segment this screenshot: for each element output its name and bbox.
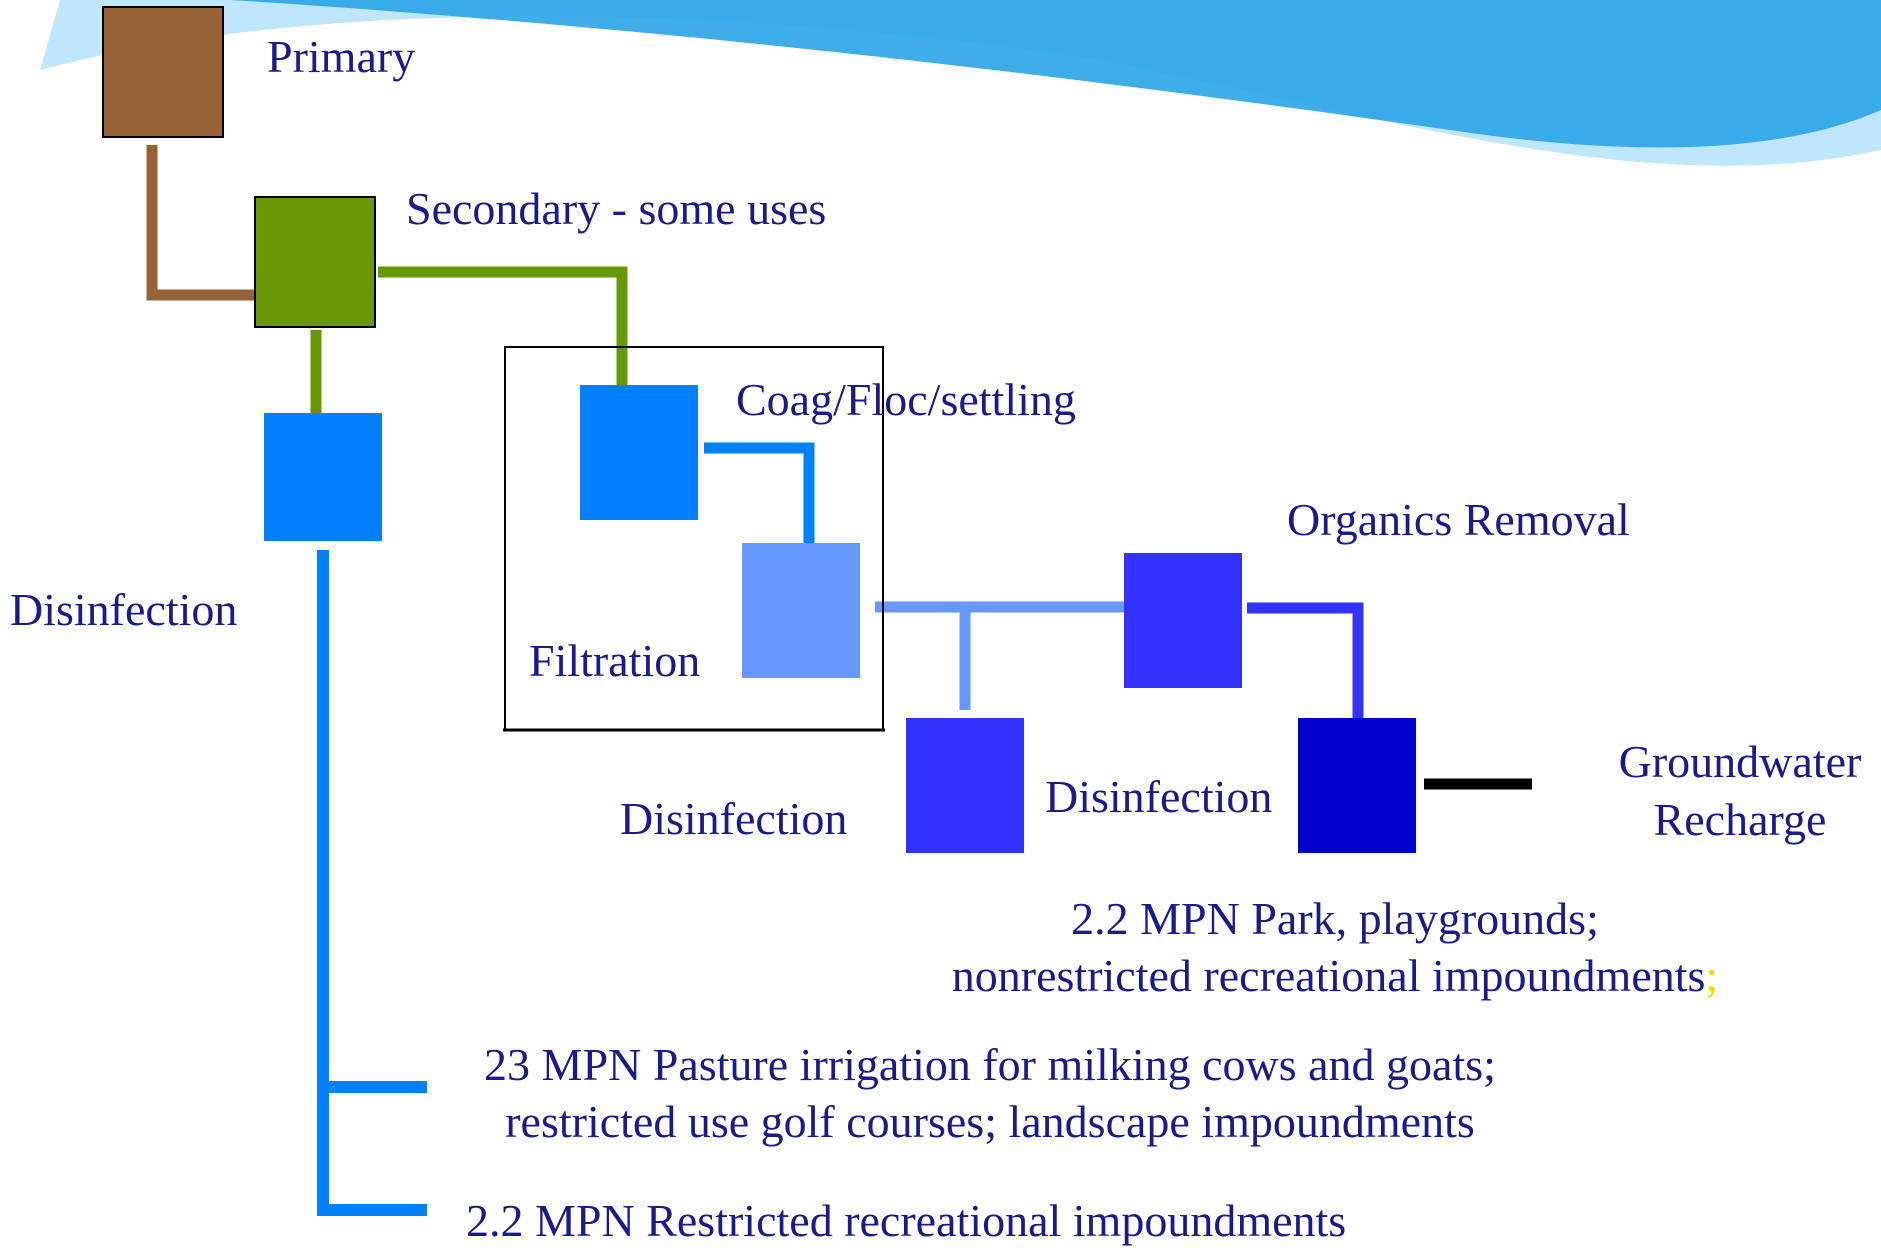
coag-filtration-group-frame — [504, 346, 884, 730]
park-uses-semicolon: ; — [1705, 950, 1719, 1001]
coag-to-filtration-connector — [704, 442, 815, 545]
primary-box — [102, 6, 224, 138]
coag-floc-box — [580, 385, 698, 520]
groundwater-label-line2: Recharge — [1653, 794, 1827, 845]
disinfection-right-box — [1298, 718, 1416, 853]
organics-to-disinfection-right-connector — [1247, 602, 1364, 718]
pasture-uses-line2: restricted use golf courses; landscape i… — [505, 1096, 1475, 1147]
filtration-box — [742, 543, 860, 678]
park-uses-line2-text: nonrestricted recreational impoundments — [951, 950, 1706, 1001]
disinfection-left-box — [264, 413, 382, 541]
disinfection-right-label: Disinfection — [1045, 771, 1273, 822]
restricted-recreational-text: 2.2 MPN Restricted recreational impoundm… — [466, 1195, 1347, 1246]
disinfection-mid-label: Disinfection — [620, 793, 848, 844]
header-wave-decoration — [40, 0, 1881, 166]
disinfection-mid-box — [906, 718, 1024, 853]
groundwater-recharge-label: Groundwater Recharge — [1600, 735, 1880, 847]
coag-floc-label: Coag/Floc/settling — [736, 374, 1076, 425]
park-uses-text: 2.2 MPN Park, playgrounds; nonrestricted… — [930, 892, 1740, 1003]
park-uses-line2: nonrestricted recreational impoundments; — [930, 949, 1740, 1003]
organics-removal-label: Organics Removal — [1287, 494, 1630, 545]
secondary-label: Secondary - some uses — [406, 183, 827, 234]
primary-label: Primary — [267, 31, 416, 82]
park-uses-line1: 2.2 MPN Park, playgrounds; — [1071, 893, 1599, 944]
secondary-box — [254, 196, 376, 328]
primary-to-secondary-connector — [146, 145, 255, 301]
filtration-label: Filtration — [529, 635, 701, 686]
pasture-uses-text: 23 MPN Pasture irrigation for milking co… — [440, 1038, 1540, 1149]
organics-removal-box — [1124, 553, 1242, 688]
secondary-to-coag-connector — [378, 266, 628, 385]
disinfection-left-label: Disinfection — [10, 584, 238, 635]
wave-dark-band — [230, 0, 1881, 148]
disinfection-left-trunk-line — [317, 550, 427, 1216]
groundwater-label-line1: Groundwater — [1618, 736, 1862, 787]
pasture-uses-line1: 23 MPN Pasture irrigation for milking co… — [484, 1039, 1496, 1090]
